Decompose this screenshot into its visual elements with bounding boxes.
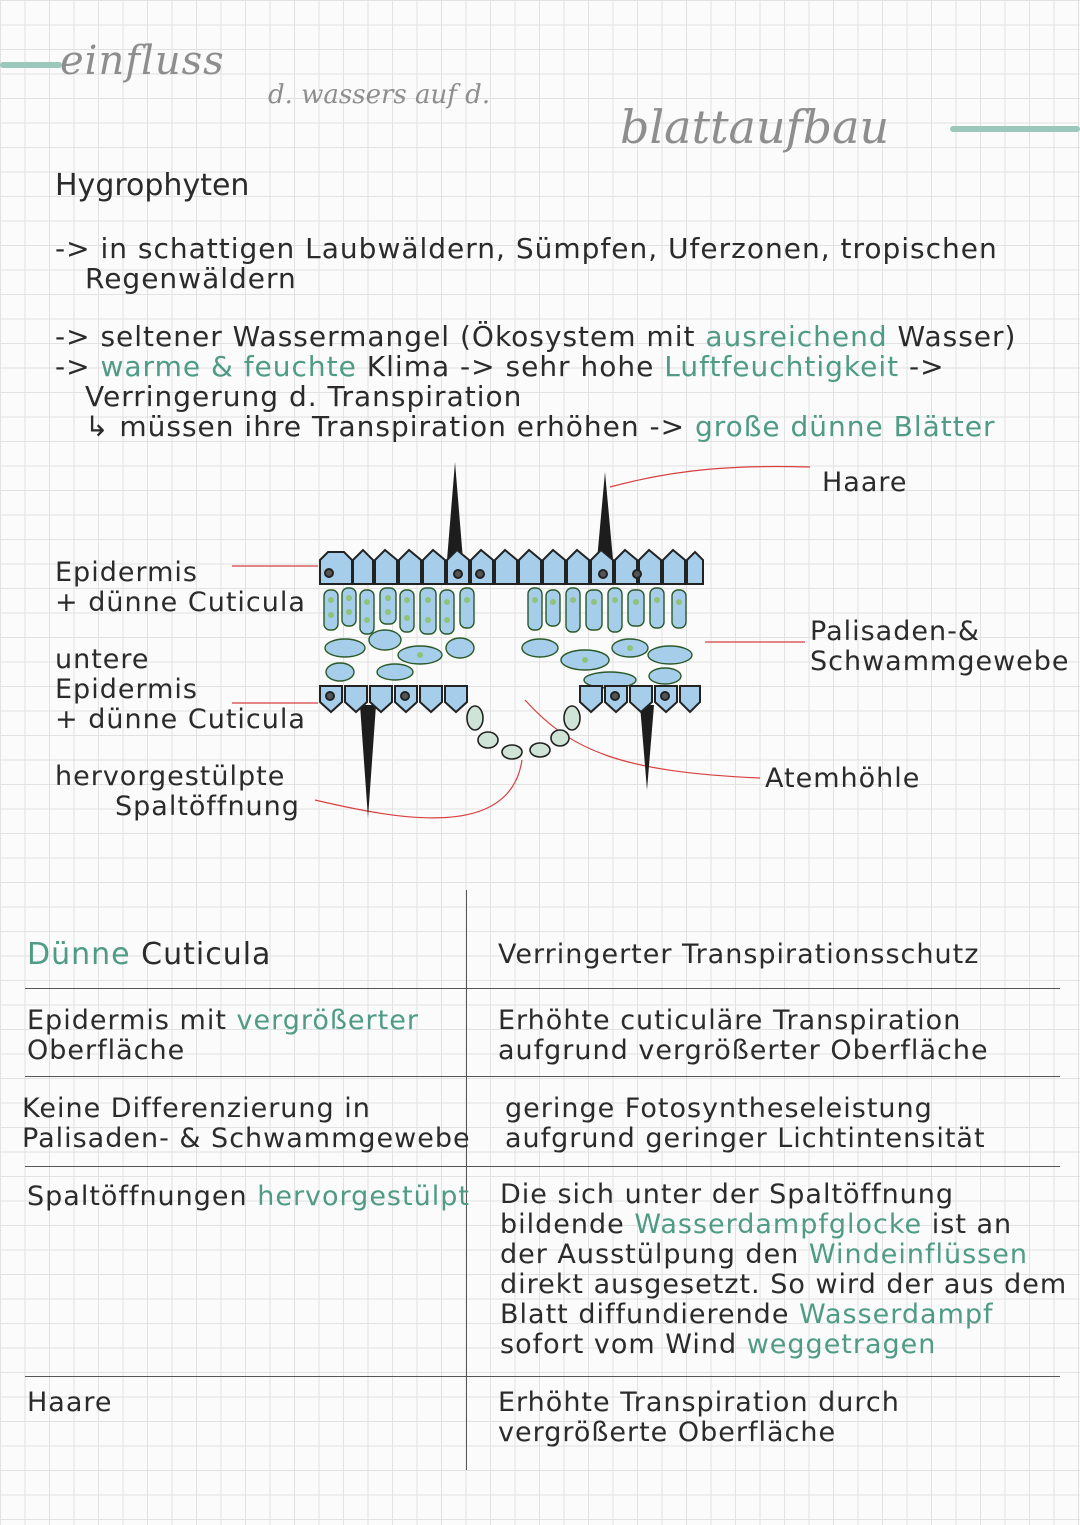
table-row-divider-2 [25,1076,1060,1077]
row5-right-line1: Erhöhte Transpiration durch [498,1388,900,1418]
table-row4-right: Die sich unter der Spaltöffnung bildende… [500,1180,1067,1360]
leaf-cross-section-diagram [0,0,1080,900]
row2-right-line2: aufgrund vergrößerter Oberfläche [498,1036,989,1066]
row3-right-line1: geringe Fotosyntheseleistung [505,1094,986,1124]
table-vertical-divider [466,890,467,1470]
row4-r2g: Wasserdampfglocke [634,1209,922,1240]
stoma-protrusion [467,706,580,759]
table-row-divider-4 [25,1376,1060,1377]
row4-r3a: der Ausstülpung den [500,1239,799,1270]
row4-r6a: sofort vom Wind [500,1329,737,1360]
row4-right-line3: der Ausstülpung den Windeinflüssen [500,1240,1067,1270]
row4-right-line4: direkt ausgesetzt. So wird der aus dem [500,1270,1067,1300]
upper-epidermis [320,550,703,584]
table-row1-left: Dünne Cuticula [27,940,271,970]
table-row2-right: Erhöhte cuticuläre Transpiration aufgrun… [498,1006,989,1066]
row4-r6g: weggetragen [747,1329,937,1360]
hair-spikes [360,462,654,818]
pointer-spalt [315,760,522,818]
table-row3-left: Keine Differenzierung in Palisaden- & Sc… [22,1094,471,1154]
row4-right-line5: Blatt diffundierende Wasserdampf [500,1300,1067,1330]
row4-right-line1: Die sich unter der Spaltöffnung [500,1180,1067,1210]
row4-r5g: Wasserdampf [799,1299,994,1330]
row4-r2b: ist an [932,1209,1012,1240]
row1-left-text: Cuticula [141,937,271,972]
row2-left-line2: Oberfläche [27,1036,419,1066]
table-row4-left: Spaltöffnungen hervorgestülpt [27,1182,470,1212]
row2-right-line1: Erhöhte cuticuläre Transpiration [498,1006,989,1036]
row1-left-green: Dünne [27,937,131,972]
lower-epidermis [320,686,700,712]
row4-left-text: Spaltöffnungen [27,1181,248,1212]
row4-right-line6: sofort vom Wind weggetragen [500,1330,1067,1360]
table-row-divider-1 [25,988,1060,989]
pointer-haare [610,466,810,487]
row3-left-line1: Keine Differenzierung in [22,1094,471,1124]
table-row5-right: Erhöhte Transpiration durch vergrößerte … [498,1388,900,1448]
table-row3-right: geringe Fotosyntheseleistung aufgrund ge… [505,1094,986,1154]
row3-left-line2: Palisaden- & Schwammgewebe [22,1124,471,1154]
table-row1-right: Verringerter Transpirationsschutz [498,940,979,970]
row2-left-line1: Epidermis mit [27,1005,227,1036]
row4-right-line2: bildende Wasserdampfglocke ist an [500,1210,1067,1240]
pointer-lines [232,466,810,817]
row4-r2a: bildende [500,1209,625,1240]
row3-right-line2: aufgrund geringer Lichtintensität [505,1124,986,1154]
row2-left-green: vergrößerter [237,1005,419,1036]
table-row2-left: Epidermis mit vergrößerter Oberfläche [27,1006,419,1066]
row4-r5a: Blatt diffundierende [500,1299,789,1330]
table-row5-left: Haare [27,1388,113,1418]
row4-left-green: hervorgestülpt [257,1181,470,1212]
table-row-divider-3 [25,1166,1060,1167]
row5-right-line2: vergrößerte Oberfläche [498,1418,900,1448]
row4-r3g: Windeinflüssen [809,1239,1028,1270]
